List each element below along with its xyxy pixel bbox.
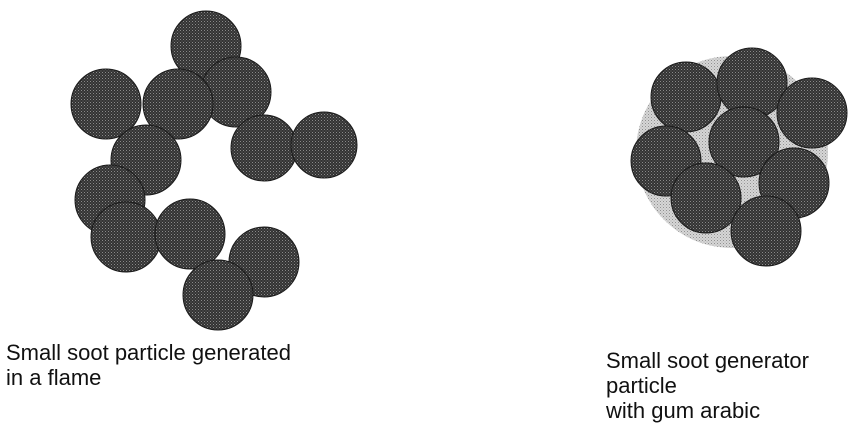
soot-primary-sphere	[154, 198, 226, 270]
flame-caption-line-2: in a flame	[6, 365, 102, 390]
soot-primary-sphere	[730, 195, 802, 267]
soot-primary-sphere	[142, 68, 214, 140]
soot-primary-sphere	[70, 68, 142, 140]
soot-primary-sphere	[670, 162, 742, 234]
flame-particle-caption: Small soot particle generated in a flame	[6, 340, 291, 390]
gum-caption-line-3: with gum arabic	[606, 398, 761, 423]
gum-arabic-soot-aggregate	[630, 47, 848, 267]
flame-soot-aggregate	[70, 10, 358, 331]
soot-primary-sphere	[776, 77, 848, 149]
gum-caption-line-2: particle	[606, 373, 677, 398]
soot-primary-sphere	[650, 61, 722, 133]
soot-primary-sphere	[230, 114, 298, 182]
soot-primary-sphere	[90, 201, 162, 273]
flame-caption-line-1: Small soot particle generated	[6, 340, 291, 365]
soot-primary-sphere	[290, 111, 358, 179]
soot-primary-sphere	[182, 259, 254, 331]
soot-primary-sphere	[708, 106, 780, 178]
gum-arabic-particle-caption: Small soot generator particle with gum a…	[606, 348, 809, 423]
gum-caption-line-1: Small soot generator	[606, 348, 809, 373]
